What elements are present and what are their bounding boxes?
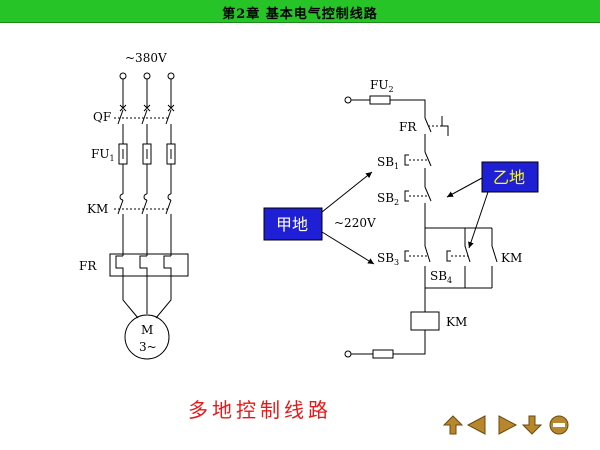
- arrow-right-icon[interactable]: [496, 414, 518, 436]
- header-bar: 第2章 基本电气控制线路: [0, 0, 600, 23]
- km-coil: [410, 311, 440, 331]
- motor: [124, 314, 170, 360]
- supply-label: ~380V: [125, 51, 167, 65]
- motor-phase-label: 3~: [139, 340, 157, 354]
- exit-icon[interactable]: [548, 414, 570, 436]
- location-b-box: [481, 161, 539, 193]
- control-circuit: FU2 FR SB1 SB2 SB3 SB4 KM KM: [334, 78, 522, 359]
- diagram-caption: 多地控制线路: [188, 398, 332, 422]
- terminal-l3: [167, 72, 175, 80]
- location-b-label: 乙地: [493, 168, 525, 187]
- location-a-label: 甲地: [276, 215, 308, 234]
- fr-contact-label: FR: [399, 120, 417, 134]
- terminal-l2: [143, 72, 151, 80]
- arrow-to-sb3: [321, 231, 375, 265]
- motor-label: M: [141, 323, 153, 337]
- sb2-label: SB2: [377, 191, 399, 207]
- fu1-label: FU1: [91, 147, 115, 163]
- km-main-label: KM: [87, 202, 108, 216]
- sb3-label: SB3: [377, 251, 399, 267]
- km-coil-label: KM: [446, 315, 467, 329]
- qf-label: QF: [93, 110, 111, 124]
- control-terminal-bottom: [344, 350, 352, 358]
- arrow-to-sb1: [321, 171, 373, 213]
- arrow-to-sb4: [468, 191, 489, 249]
- fuse-2: [369, 95, 391, 105]
- callouts: 甲地 乙地: [263, 161, 539, 265]
- km-contact-label: KM: [501, 251, 522, 265]
- arrow-up-icon[interactable]: [442, 414, 464, 436]
- chapter-title: 第2章 基本电气控制线路: [222, 7, 378, 22]
- arrow-left-icon[interactable]: [466, 414, 488, 436]
- fr-main-label: FR: [79, 259, 97, 273]
- control-terminal-top: [344, 96, 352, 104]
- sb1-label: SB1: [377, 155, 399, 171]
- arrow-down-icon[interactable]: [521, 414, 543, 436]
- terminal-l1: [119, 72, 127, 80]
- thermal-relay: [109, 253, 189, 277]
- main-circuit: ~380V QF FU1 KM FR M 3~: [79, 51, 189, 360]
- fu2-label: FU2: [370, 78, 394, 94]
- arrow-to-sb2: [446, 177, 483, 198]
- location-a-box: [263, 207, 323, 241]
- bottom-fuse: [372, 349, 394, 359]
- voltage-label: ~220V: [334, 216, 376, 230]
- sb4-label: SB4: [430, 269, 452, 285]
